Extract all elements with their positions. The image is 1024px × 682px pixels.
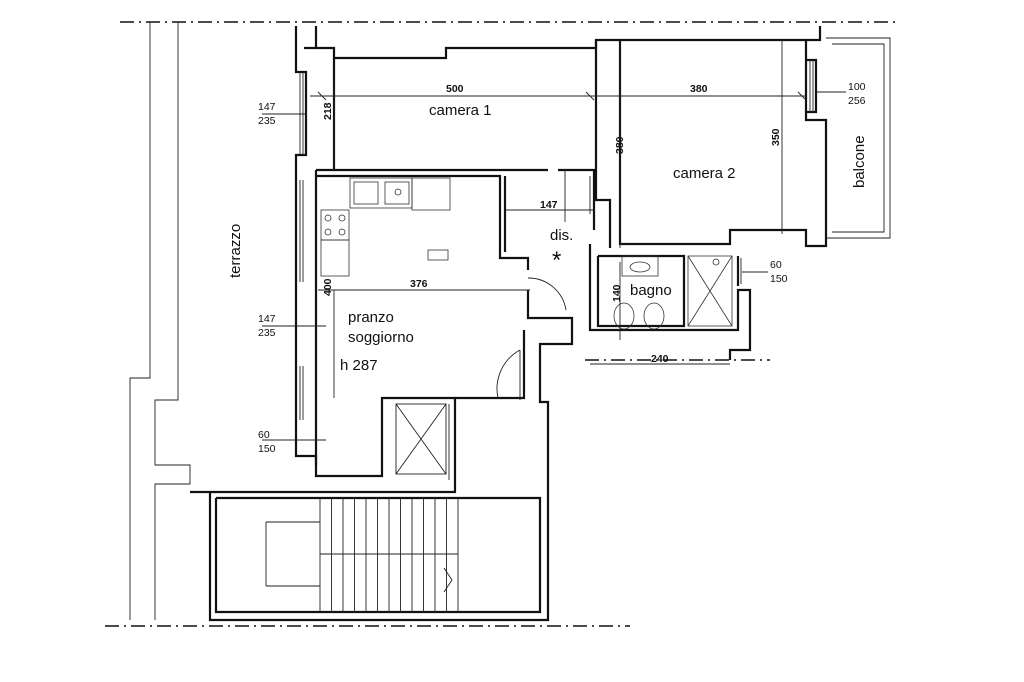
label-dis: dis. [550,227,573,244]
dim-bagno-width: 240 [651,353,669,365]
label-asterisk: * [552,247,561,274]
label-soggiorno: soggiorno [348,329,414,346]
window-camera1-h: 235 [258,115,276,127]
elevator-shaft [395,403,450,480]
label-pranzo: pranzo [348,309,394,326]
stair-line [443,567,453,581]
window-pranzo-w: 147 [258,313,276,325]
window-bagno-w: 60 [770,259,782,271]
kitchen-fixtures [320,177,451,277]
dimension-values: 500 218 380 380 350 147 376 400 140 240 [322,83,782,365]
label-height: h 287 [340,357,378,374]
label-balcone: balcone [851,135,868,188]
window-camera1-w: 147 [258,101,276,113]
room-labels: camera 1 camera 2 dis. * bagno pranzo so… [227,102,868,374]
axis-lines [105,21,900,627]
dim-camera1-width: 500 [446,83,464,95]
terrazzo-outline [129,22,191,620]
window-balcone-h: 256 [848,95,866,107]
bathroom-fixtures [613,255,733,330]
dim-pranzo-width: 376 [410,278,428,290]
window-bagno-h: 150 [770,273,788,285]
label-terrazzo: terrazzo [227,224,244,278]
walls [190,26,828,622]
dimension-lines [262,40,846,441]
window-pranzo-small-h: 150 [258,443,276,455]
dim-camera1-depth: 218 [322,102,334,120]
balcone-outline [826,37,891,239]
window-pranzo-h: 235 [258,327,276,339]
staircase [265,498,459,612]
stair-line [443,579,453,593]
dim-dis-width: 147 [540,199,558,211]
window-pranzo-small-w: 60 [258,429,270,441]
window-balcone-w: 100 [848,81,866,93]
window-lines [299,60,814,420]
dim-pranzo-depth: 400 [322,278,334,296]
label-bagno: bagno [630,282,672,299]
dim-bagno-depth: 140 [611,284,623,302]
doors [496,170,591,400]
label-camera-1: camera 1 [429,102,492,119]
label-camera-2: camera 2 [673,165,736,182]
window-values: 147 235 147 235 60 150 100 256 60 150 [258,81,866,455]
dim-camera2-depth-left: 380 [614,136,626,154]
dim-camera2-depth-right: 350 [770,128,782,146]
dim-camera2-width: 380 [690,83,708,95]
